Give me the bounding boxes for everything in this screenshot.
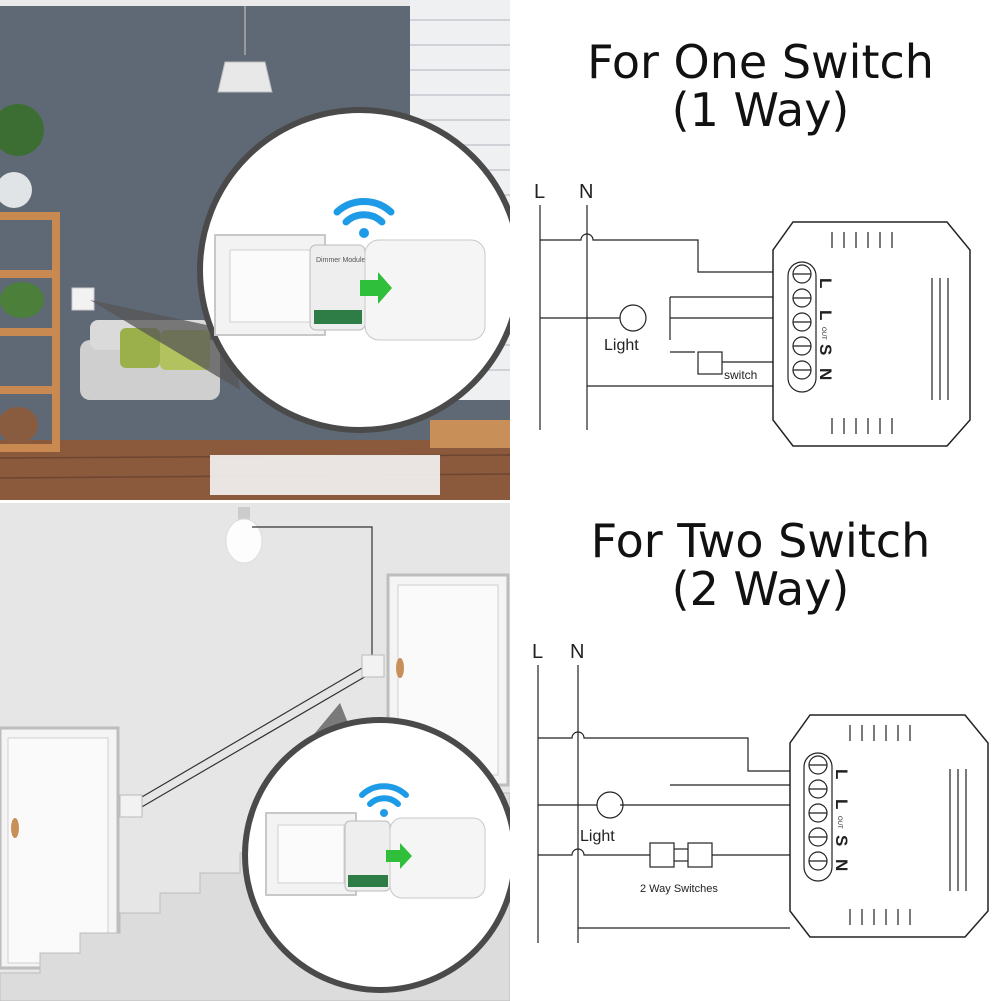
terminal-n-2: N [832, 859, 851, 871]
svg-text:Dimmer Module: Dimmer Module [316, 257, 366, 264]
green-arrow [360, 272, 392, 304]
green-arrow-2 [386, 843, 412, 869]
wifi-icon-2 [359, 783, 409, 817]
two-way-switch-1 [649, 842, 675, 868]
rail-n-label-2: N [570, 641, 584, 663]
terminal-l: L [816, 278, 835, 288]
terminal-s-2: S [832, 835, 851, 846]
light-symbol [619, 304, 647, 332]
terminal-out-label: OUT [820, 327, 826, 340]
rug [210, 455, 440, 495]
terminal-out-label-2: OUT [836, 816, 842, 829]
one-way-wiring-diagram: L N Light switch L L OUT S N [534, 181, 971, 447]
two-way-wiring-panel: For Two Switch (2 Way) [520, 503, 1001, 1001]
rail-l-label-2: L [532, 641, 543, 663]
rocker-switch-2 [265, 812, 357, 896]
light-label: Light [604, 337, 639, 354]
living-room-illustration: Dimmer Module [0, 0, 510, 500]
light-bulb [225, 507, 263, 564]
living-room-scene: Dimmer Module [0, 0, 510, 500]
coffee-table [430, 420, 510, 448]
two-way-wiring-diagram: L N Light 2 Way Switches L L OUT S N [532, 641, 989, 943]
rail-n-label: N [579, 181, 593, 203]
terminal-n: N [816, 368, 835, 380]
dimmer-module: Dimmer Module [309, 244, 366, 331]
plant-small [0, 282, 44, 318]
lower-door [0, 726, 120, 970]
heading-one-switch: For One Switch [587, 35, 934, 89]
two-way-switch-2 [687, 842, 713, 868]
vase [0, 172, 32, 208]
terminal-l-out-2: L [832, 799, 851, 809]
wall-switch [71, 287, 95, 311]
terminal-block [787, 261, 817, 393]
plant [0, 104, 44, 156]
terminal-l-2: L [832, 769, 851, 779]
rail-l-label: L [534, 181, 545, 203]
heading-two-switch: For Two Switch [590, 514, 931, 568]
two-way-switches-label: 2 Way Switches [640, 883, 718, 895]
heading-one-way: (1 Way) [671, 83, 850, 137]
upper-wall-switch [361, 654, 385, 678]
module-body [772, 221, 971, 447]
lower-wall-switch [119, 794, 143, 818]
wifi-icon [333, 198, 395, 238]
heading-two-way: (2 Way) [671, 562, 850, 616]
terminal-s: S [816, 344, 835, 355]
one-way-wiring-panel: For One Switch (1 Way) [520, 0, 1001, 500]
terminal-l-out: L [816, 310, 835, 320]
switch-symbol [697, 351, 723, 375]
pendant-lamp [217, 61, 273, 93]
switch-label: switch [724, 368, 757, 382]
wooden-shelf [0, 212, 60, 452]
staircase-scene [0, 503, 510, 1001]
light-label-2: Light [580, 828, 615, 845]
rocker-switch [214, 234, 326, 336]
staircase-illustration [0, 503, 510, 1001]
